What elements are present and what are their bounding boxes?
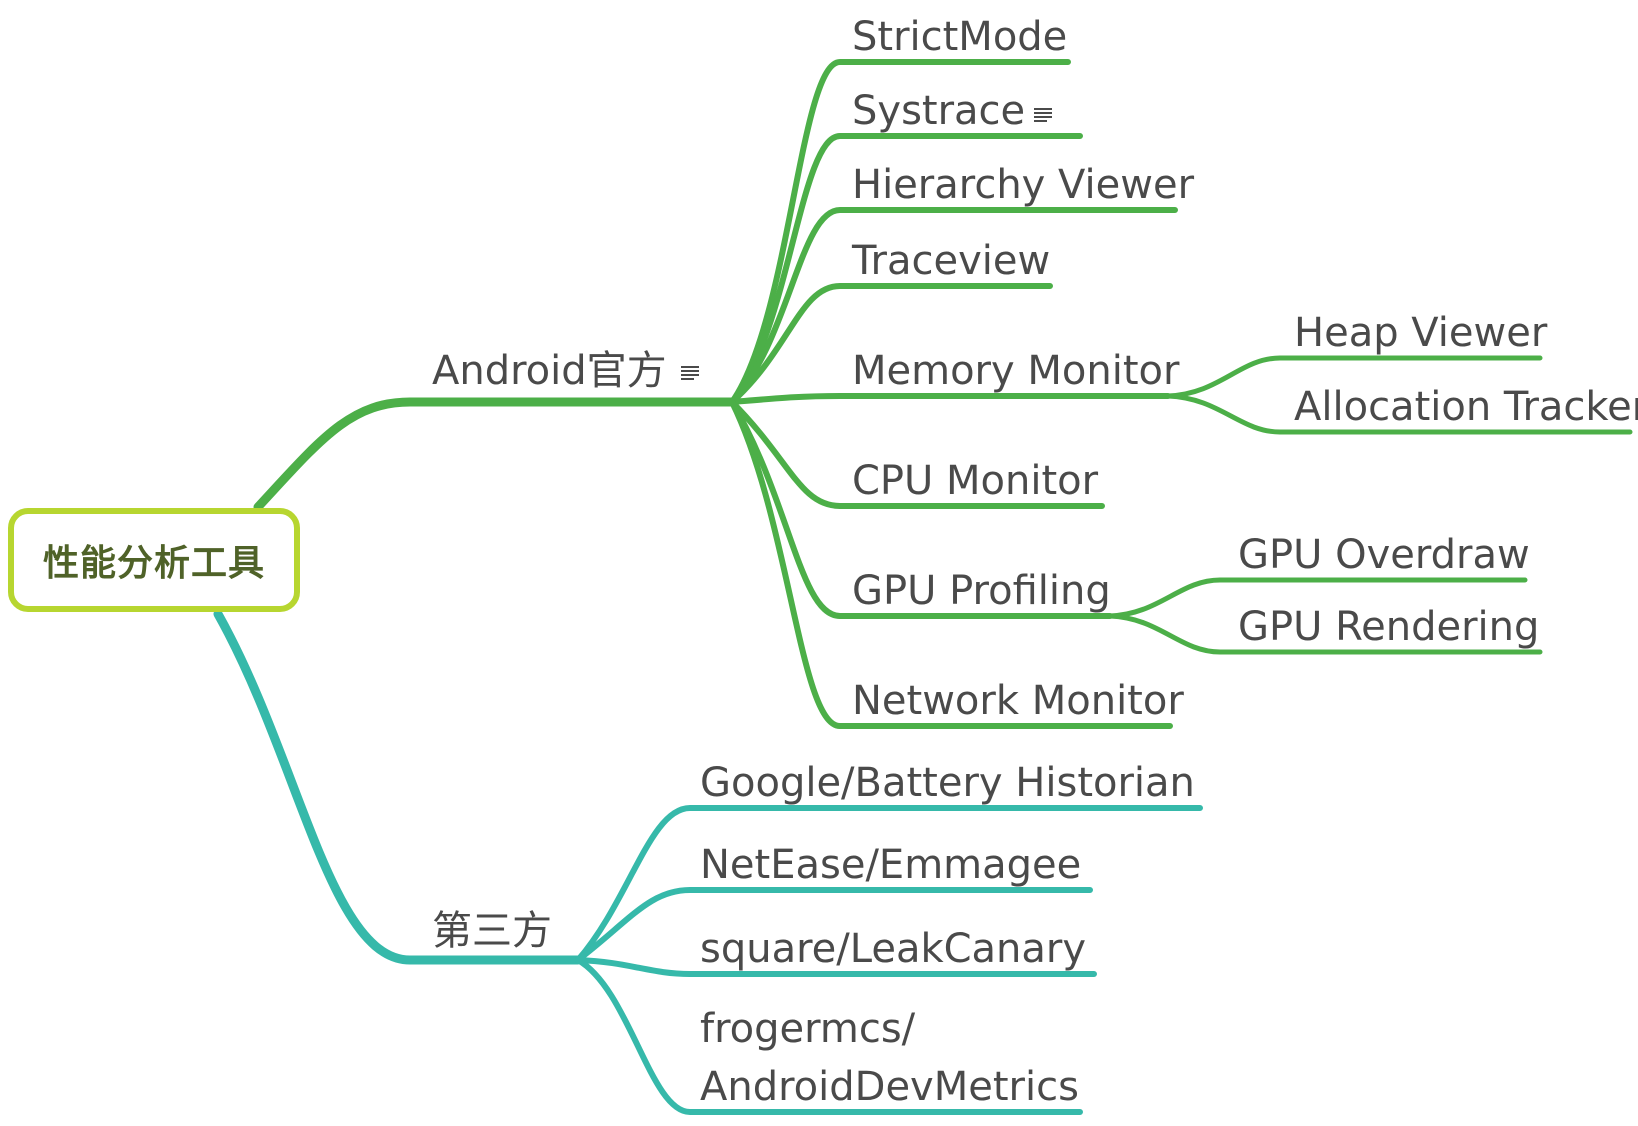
connector-hierarchy-viewer — [729, 207, 1178, 405]
topic-label: CPU Monitor — [852, 458, 1099, 504]
connector-gpu-profiling — [729, 399, 1113, 619]
topic-label: NetEase/Emmagee — [700, 842, 1082, 888]
topic-label: square/LeakCanary — [700, 926, 1087, 972]
branch-label: 第三方 — [432, 908, 552, 954]
topic-gpu-rendering[interactable]: GPU Rendering — [1238, 604, 1539, 650]
branch-third-party[interactable]: 第三方 — [432, 908, 552, 954]
connector-traceview — [729, 283, 1053, 405]
connector-heap-viewer — [1165, 355, 1543, 399]
connector-root-thirdparty — [213, 609, 583, 965]
topic-label: Traceview — [852, 238, 1051, 284]
connector-allocation-tracker — [1165, 393, 1633, 435]
topic-androiddevmetrics[interactable]: frogermcs/ AndroidDevMetrics — [700, 1006, 1079, 1110]
topic-systrace[interactable]: Systrace — [852, 88, 1025, 134]
connector-emmagee — [575, 887, 1093, 963]
third-party-connectors — [213, 609, 1203, 1115]
connector-androiddevmetrics — [575, 957, 1083, 1115]
android-official-connectors — [253, 59, 1633, 729]
topic-network-monitor[interactable]: Network Monitor — [852, 678, 1184, 724]
topic-allocation-tracker[interactable]: Allocation Tracker — [1294, 384, 1638, 430]
topic-label: Network Monitor — [852, 678, 1184, 724]
connector-gpu-overdraw — [1107, 577, 1528, 619]
topic-leakcanary[interactable]: square/LeakCanary — [700, 926, 1086, 972]
topic-label: Heap Viewer — [1294, 310, 1548, 356]
connector-battery-historian — [575, 805, 1203, 963]
topic-emmagee[interactable]: NetEase/Emmagee — [700, 842, 1081, 888]
topic-memory-monitor[interactable]: Memory Monitor — [852, 348, 1179, 394]
branch-label: Android官方 — [432, 348, 667, 394]
topic-label: GPU Rendering — [1238, 604, 1540, 650]
root-node[interactable]: 性能分析工具 — [8, 508, 300, 612]
connector-root-android — [253, 397, 737, 512]
topic-gpu-overdraw[interactable]: GPU Overdraw — [1238, 532, 1530, 578]
connector-memory-monitor — [729, 393, 1171, 405]
topic-label: Google/Battery Historian — [700, 760, 1195, 806]
topic-label-line2: AndroidDevMetrics — [700, 1064, 1079, 1110]
connector-gpu-rendering — [1107, 613, 1543, 655]
connector-leakcanary — [575, 957, 1097, 977]
topic-battery-historian[interactable]: Google/Battery Historian — [700, 760, 1195, 806]
topic-label: Systrace — [852, 88, 1026, 134]
note-icon[interactable] — [681, 366, 699, 380]
topic-label: Allocation Tracker — [1294, 384, 1638, 430]
topic-label: Hierarchy Viewer — [852, 162, 1195, 208]
topic-label: Memory Monitor — [852, 348, 1180, 394]
topic-label: GPU Profiling — [852, 568, 1111, 614]
connector-network-monitor — [729, 399, 1173, 729]
topic-hierarchy-viewer[interactable]: Hierarchy Viewer — [852, 162, 1194, 208]
topic-heap-viewer[interactable]: Heap Viewer — [1294, 310, 1547, 356]
connector-cpu-monitor — [729, 399, 1105, 509]
note-icon[interactable] — [1034, 108, 1052, 122]
topic-label: StrictMode — [852, 14, 1068, 60]
topic-gpu-profiling[interactable]: GPU Profiling — [852, 568, 1111, 614]
topic-cpu-monitor[interactable]: CPU Monitor — [852, 458, 1098, 504]
topic-label-line1: frogermcs/ — [700, 1006, 916, 1052]
topic-label: GPU Overdraw — [1238, 532, 1530, 578]
topic-traceview[interactable]: Traceview — [852, 238, 1050, 284]
topic-strictmode[interactable]: StrictMode — [852, 14, 1067, 60]
branch-android-official[interactable]: Android官方 — [432, 348, 667, 394]
connector-systrace — [729, 133, 1083, 405]
root-label: 性能分析工具 — [42, 543, 265, 584]
